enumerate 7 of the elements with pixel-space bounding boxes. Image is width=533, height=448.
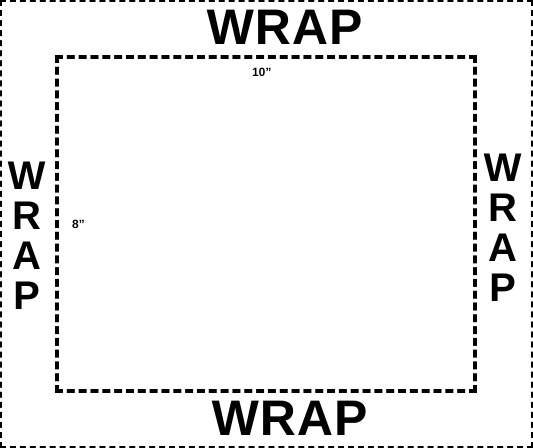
wrap-label: WRAP	[206, 2, 364, 52]
wrap-label: WRAP	[210, 393, 370, 443]
dimension-label: 8”	[72, 217, 85, 231]
wrap-label: WRAP	[483, 148, 523, 308]
wrap-label: WRAP	[7, 156, 47, 316]
dimension-label: 10”	[252, 65, 272, 79]
inner-dashed-border	[55, 55, 477, 393]
